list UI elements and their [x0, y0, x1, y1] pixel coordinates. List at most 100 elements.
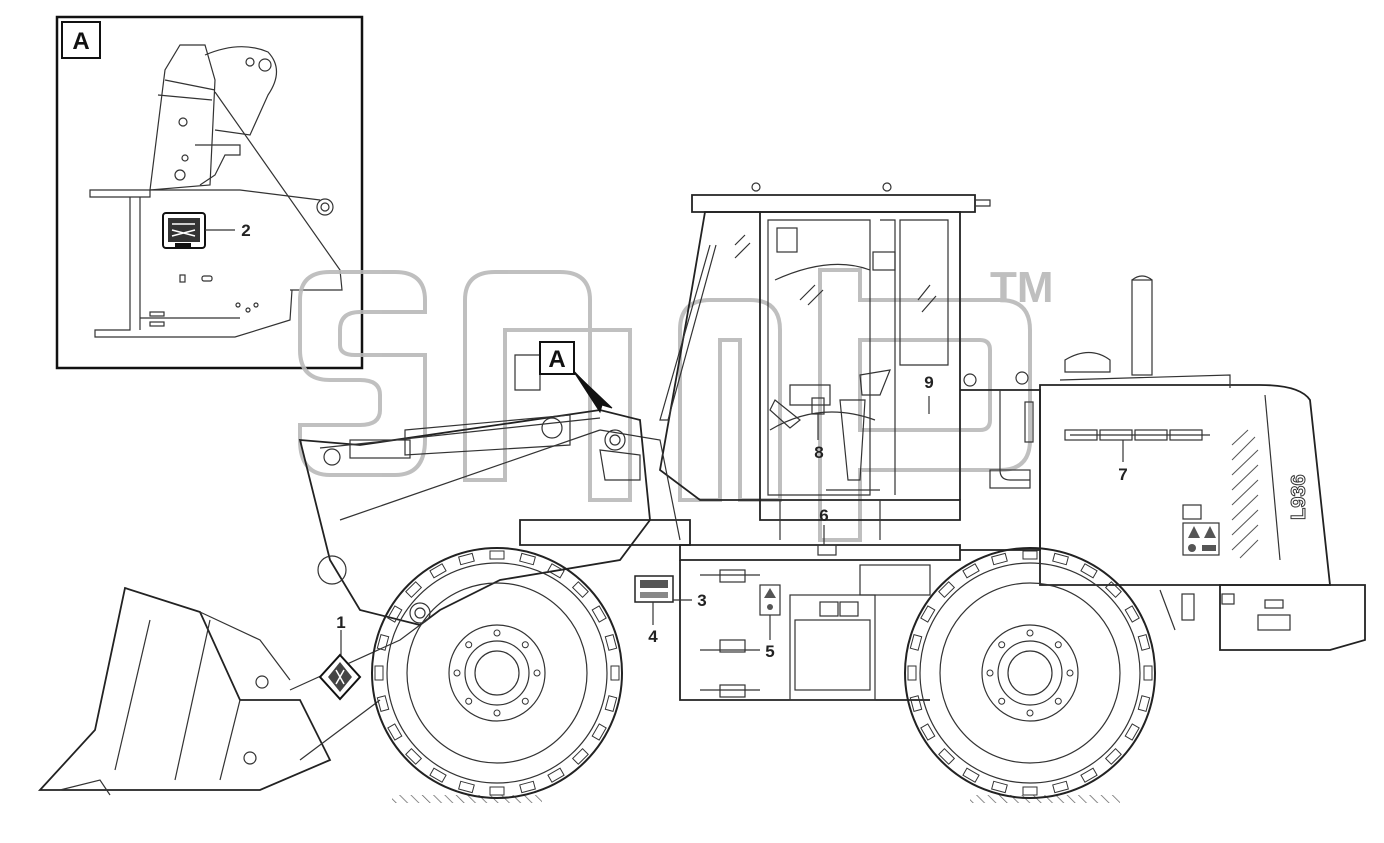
- tread-block: [907, 665, 917, 681]
- tread-block: [405, 747, 423, 765]
- wheel-bolt: [493, 629, 501, 637]
- tread-block: [571, 747, 589, 765]
- wheel-bolt: [493, 709, 501, 717]
- tread-block: [458, 780, 475, 794]
- tread-block: [604, 634, 618, 651]
- tread-block: [387, 723, 403, 741]
- tread-block: [519, 552, 536, 566]
- wheel-bolt: [1026, 629, 1034, 637]
- tread-block: [610, 665, 620, 681]
- callout-7: 7: [1118, 465, 1127, 484]
- tread-block: [909, 695, 923, 712]
- cab-front: [659, 211, 761, 501]
- tread-block: [1143, 665, 1153, 681]
- tread-block: [604, 695, 618, 712]
- tread-block: [1052, 780, 1069, 794]
- callout-6: 6: [819, 506, 828, 525]
- tread-block: [1124, 723, 1140, 741]
- wheel-bolt: [465, 697, 473, 705]
- tread-block: [1124, 605, 1140, 623]
- tread-block: [909, 634, 923, 651]
- tread-block: [547, 563, 565, 579]
- decal-6-icon: [817, 544, 837, 556]
- wheel-bolt: [453, 669, 461, 677]
- boom-arm: [298, 409, 651, 626]
- decal-hood-2-icon: [1182, 522, 1220, 556]
- tread-block: [1022, 550, 1038, 560]
- wheel-bolt: [1066, 669, 1074, 677]
- decal-1-icon: [318, 653, 362, 701]
- tread-block: [1022, 786, 1038, 796]
- ground-hatch-front: [392, 795, 542, 803]
- engine-grill: [1231, 429, 1259, 559]
- wheel-bolt: [998, 697, 1006, 705]
- watermark: TM: [298, 263, 1054, 542]
- wheel-bolt: [1054, 641, 1062, 649]
- tread-block: [489, 786, 505, 796]
- tread-block: [1080, 563, 1098, 579]
- tread-block: [429, 563, 447, 579]
- wheel-bolt: [998, 641, 1006, 649]
- tread-block: [519, 780, 536, 794]
- tread-block: [374, 665, 384, 681]
- tread-block: [489, 550, 505, 560]
- wheel-bolt: [1026, 709, 1034, 717]
- tread-block: [991, 780, 1008, 794]
- tread-block: [920, 605, 936, 623]
- loader-machine: L936: [37, 182, 1366, 803]
- wheel-bolt: [521, 641, 529, 649]
- tread-block: [938, 747, 956, 765]
- wheel-bolts: [453, 629, 1074, 717]
- callout-2: 2: [241, 221, 250, 240]
- tread-block: [591, 723, 607, 741]
- wheel-bolt: [986, 669, 994, 677]
- callout-5: 5: [765, 642, 774, 661]
- tread-block: [991, 552, 1008, 566]
- detail-frame-drawing: [89, 44, 343, 338]
- tread-block: [376, 634, 390, 651]
- bucket: [37, 586, 332, 791]
- watermark-tm: TM: [990, 263, 1054, 312]
- detail-view-a: A: [55, 15, 364, 370]
- tread-block: [429, 767, 447, 783]
- callout-8: 8: [814, 443, 823, 462]
- decal-hood-1-icon: [1182, 504, 1202, 520]
- callout-3: 3: [697, 591, 706, 610]
- wheel-bolt: [1054, 697, 1062, 705]
- tread-block: [547, 767, 565, 783]
- tread-block: [1052, 552, 1069, 566]
- callouts: 1 3 4 5 6 7 8 9: [336, 373, 1127, 661]
- model-marking: L936: [1288, 474, 1310, 520]
- tread-block: [962, 563, 980, 579]
- tread-block: [920, 723, 936, 741]
- detail-label-box: [61, 21, 101, 59]
- tread-block: [387, 605, 403, 623]
- cab-roof: [691, 194, 976, 213]
- tread-block: [1137, 634, 1151, 651]
- tread-block: [1080, 767, 1098, 783]
- tread-block: [405, 581, 423, 599]
- detail-label: A: [72, 28, 89, 55]
- wheel-bolt: [533, 669, 541, 677]
- tread-block: [938, 581, 956, 599]
- tread-block: [1104, 581, 1122, 599]
- callout-9: 9: [924, 373, 933, 392]
- tread-block: [1104, 747, 1122, 765]
- tread-block: [571, 581, 589, 599]
- detail-frame: [55, 15, 364, 370]
- callout-1: 1: [336, 613, 345, 632]
- callout-4: 4: [648, 627, 658, 646]
- rear-wheel: [904, 547, 1156, 799]
- view-a-label: A: [548, 346, 565, 373]
- tread-block: [962, 767, 980, 783]
- view-a-label-box: [539, 341, 575, 375]
- tire-treads: [374, 550, 1153, 796]
- front-wheel: [371, 547, 623, 799]
- wheel-bolt: [521, 697, 529, 705]
- wheel-bolt: [465, 641, 473, 649]
- view-a-pointer: A: [539, 341, 613, 414]
- tread-block: [376, 695, 390, 712]
- engine-hood: [1039, 384, 1332, 586]
- ground-hatch-rear: [970, 795, 1120, 803]
